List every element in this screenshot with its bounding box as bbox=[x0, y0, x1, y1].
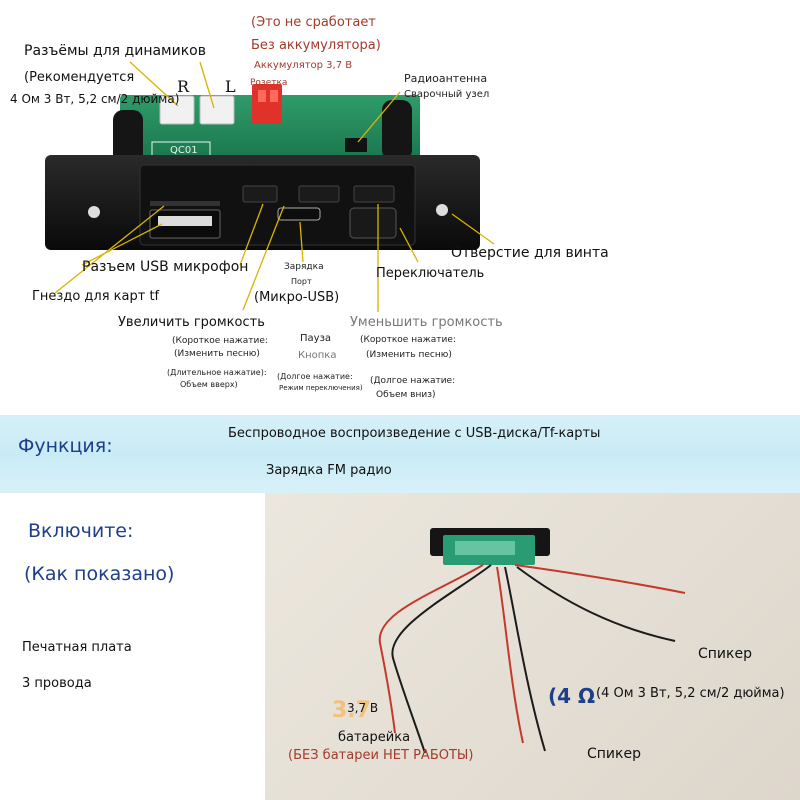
wiring-photo bbox=[265, 493, 800, 800]
battery-label: батарейка bbox=[338, 730, 411, 745]
speaker-label-1: Спикер bbox=[698, 646, 752, 662]
volume-down-label: Уменьшить громкость bbox=[350, 315, 503, 330]
volume-down-long-action: Объем вниз) bbox=[376, 390, 436, 400]
antenna-pad bbox=[345, 138, 367, 152]
volume-up-label: Увеличить громкость bbox=[118, 315, 265, 330]
note-no-battery: Без аккумулятора) bbox=[251, 38, 381, 53]
channel-r-label: R bbox=[177, 77, 190, 96]
function-title: Функция: bbox=[18, 435, 113, 457]
volume-down-short-action: (Изменить песню) bbox=[366, 350, 452, 360]
channel-l-label: L bbox=[225, 77, 236, 96]
wire-red-2 bbox=[496, 566, 524, 744]
tf-slot bbox=[150, 201, 220, 206]
screw-hole-right bbox=[436, 204, 448, 216]
wire-black-2 bbox=[504, 566, 546, 752]
leader-line bbox=[239, 203, 264, 266]
leader-line bbox=[81, 223, 163, 266]
battery-connector-pin bbox=[258, 90, 266, 102]
wire-red-3 bbox=[514, 564, 686, 594]
port-label: Порт bbox=[291, 277, 312, 286]
screw-hole-label: Отверстие для винта bbox=[451, 245, 609, 261]
volume-up-short-action: (Изменить песню) bbox=[174, 349, 260, 359]
battery-voltage: 3,7 В bbox=[347, 701, 379, 715]
mount-post-right bbox=[382, 100, 412, 160]
function-line-1: Беспроводное воспроизведение с USB-диска… bbox=[228, 426, 601, 441]
leader-line bbox=[357, 91, 401, 143]
wire-red-1 bbox=[378, 564, 484, 734]
volume-up-long-label: (Длительное нажатие): bbox=[167, 368, 267, 377]
leader-line bbox=[129, 61, 179, 107]
speaker-connector-l bbox=[199, 95, 235, 125]
ohm-description: (4 Ом 3 Вт, 5,2 см/2 дюйма) bbox=[596, 686, 785, 701]
volume-down-long-label: (Долгое нажатие: bbox=[370, 376, 456, 386]
function-band: Функция: Беспроводное воспроизведение с … bbox=[0, 415, 800, 493]
ohm-symbol: (4 Ω bbox=[548, 684, 596, 708]
leader-line bbox=[54, 205, 165, 294]
micro-usb-label: (Микро-USB) bbox=[254, 290, 340, 305]
wire-black-3 bbox=[516, 566, 676, 642]
radio-antenna-label: Радиоантенна bbox=[404, 72, 488, 85]
leader-line bbox=[199, 61, 215, 109]
battery-voltage-big: 3.7 bbox=[332, 698, 371, 723]
button-volume-down bbox=[353, 185, 395, 203]
button-volume-up bbox=[242, 185, 278, 203]
mode-switch bbox=[349, 207, 397, 239]
battery-connector-pin bbox=[270, 90, 278, 102]
pause-label: Пауза bbox=[300, 333, 332, 344]
wires bbox=[378, 564, 686, 754]
usb-mic-label: Разъем USB микрофон bbox=[82, 259, 249, 275]
recommended-label: (Рекомендуется bbox=[24, 70, 135, 85]
micro-usb-port bbox=[277, 207, 321, 221]
battery-37v-label: Аккумулятор 3,7 В bbox=[254, 60, 353, 71]
speaker-connector-r bbox=[159, 95, 195, 125]
wiring-illustration bbox=[378, 528, 686, 754]
pcb-label: Печатная плата bbox=[22, 640, 132, 655]
leader-line bbox=[451, 213, 495, 245]
note-no-work: (Это не сработает bbox=[251, 15, 376, 30]
speaker-label-2: Спикер bbox=[587, 746, 641, 762]
button-label: Кнопка bbox=[298, 350, 337, 361]
turn-on-title: Включите: bbox=[28, 520, 134, 542]
mode-switch-label: Режим переключения) bbox=[279, 384, 363, 392]
screw-hole-left bbox=[88, 206, 100, 218]
pcb-marking: QC01 bbox=[170, 145, 198, 156]
volume-up-long-action: Объем вверх) bbox=[180, 380, 238, 389]
battery-warning: (БЕЗ батареи НЕТ РАБОТЫ) bbox=[288, 748, 474, 763]
socket-label: Розетка bbox=[250, 78, 288, 88]
usb-port-tongue bbox=[158, 216, 212, 226]
speaker-connectors-label: Разъёмы для динамиков bbox=[24, 43, 206, 59]
volume-up-short-label: (Короткое нажатие: bbox=[172, 336, 268, 346]
long-press-label: (Долгое нажатие: bbox=[277, 372, 353, 381]
mount-post-left bbox=[113, 110, 143, 165]
wires-label: 3 провода bbox=[22, 676, 92, 691]
leader-line bbox=[242, 205, 285, 311]
tf-slot-label: Гнездо для карт tf bbox=[32, 289, 160, 304]
leader-lines bbox=[54, 61, 495, 312]
leader-line bbox=[399, 227, 419, 263]
turn-on-note: (Как показано) bbox=[24, 563, 175, 585]
function-line-2: Зарядка FM радио bbox=[266, 463, 392, 478]
solder-joint-label: Сварочный узел bbox=[404, 89, 490, 100]
leader-line bbox=[299, 221, 304, 263]
switch-label: Переключатель bbox=[376, 266, 485, 281]
speaker-spec-label: 4 Ом 3 Вт, 5,2 см/2 дюйма) bbox=[10, 92, 180, 106]
module-illustration: QC01 bbox=[45, 61, 495, 312]
module-diagram: QC01 (Э bbox=[10, 15, 609, 400]
module-pcb-highlight bbox=[455, 541, 515, 555]
volume-down-short-label: (Короткое нажатие: bbox=[360, 335, 456, 345]
button-pause bbox=[298, 185, 340, 203]
charging-label: Зарядка bbox=[284, 262, 324, 272]
wire-black-1 bbox=[391, 564, 492, 754]
